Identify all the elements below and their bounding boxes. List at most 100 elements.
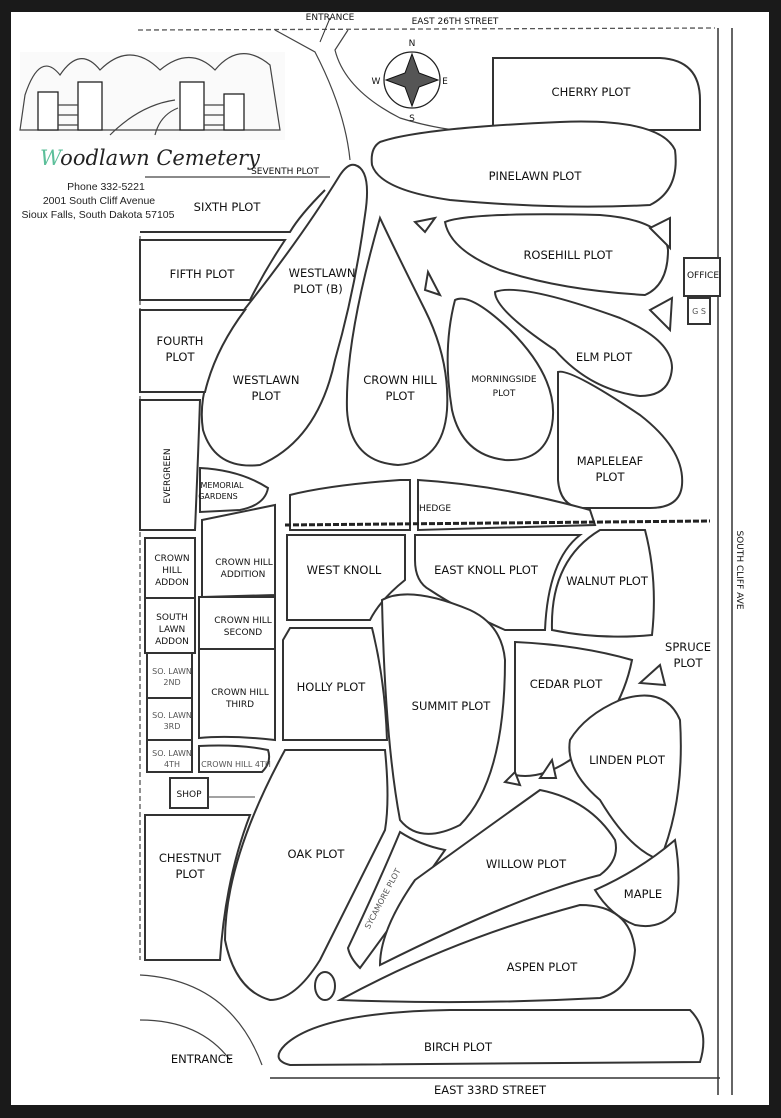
svg-text:LINDEN PLOT: LINDEN PLOT bbox=[589, 753, 666, 767]
plot-elm[interactable]: ELM PLOT bbox=[493, 288, 674, 398]
building-office[interactable]: OFFICE G S bbox=[683, 257, 721, 325]
plot-fifth[interactable]: FIFTH PLOT bbox=[139, 239, 287, 301]
svg-text:CEDAR PLOT: CEDAR PLOT bbox=[530, 677, 603, 691]
plot-oak[interactable]: OAK PLOT bbox=[223, 749, 389, 1002]
plot-evergreen[interactable]: EVERGREEN bbox=[139, 399, 202, 531]
svg-text:ADDITION: ADDITION bbox=[221, 570, 266, 580]
plot-crown-hill-second[interactable]: CROWN HILL SECOND bbox=[198, 596, 276, 650]
svg-text:WESTLAWN: WESTLAWN bbox=[233, 373, 300, 387]
svg-text:EVERGREEN: EVERGREEN bbox=[163, 448, 173, 503]
plot-maple[interactable]: MAPLE bbox=[593, 838, 680, 928]
svg-text:CROWN: CROWN bbox=[154, 554, 189, 564]
plot-aspen[interactable]: ASPEN PLOT bbox=[336, 903, 637, 1004]
svg-text:PLOT: PLOT bbox=[673, 656, 703, 670]
building-shop[interactable]: SHOP bbox=[169, 777, 255, 809]
svg-text:SO. LAWN: SO. LAWN bbox=[152, 711, 192, 720]
svg-text:S: S bbox=[409, 114, 415, 124]
svg-text:CROWN HILL 4TH: CROWN HILL 4TH bbox=[201, 760, 271, 769]
plot-so-lawn-2nd[interactable]: SO. LAWN 2ND bbox=[146, 652, 193, 699]
svg-text:ELM PLOT: ELM PLOT bbox=[576, 350, 633, 364]
svg-text:2ND: 2ND bbox=[163, 678, 180, 687]
plot-hedge[interactable]: HEDGE bbox=[284, 478, 711, 532]
svg-text:CHESTNUT: CHESTNUT bbox=[159, 851, 222, 865]
svg-text:4TH: 4TH bbox=[164, 760, 180, 769]
plot-memorial-gardens[interactable]: MEMORIAL GARDENS bbox=[198, 466, 270, 514]
north-entrance-label: ENTRANCE bbox=[306, 13, 355, 23]
svg-text:PLOT: PLOT bbox=[175, 867, 205, 881]
svg-text:OFFICE: OFFICE bbox=[687, 271, 719, 281]
svg-text:CROWN HILL: CROWN HILL bbox=[211, 688, 269, 698]
plot-morningside[interactable]: MORNINGSIDE PLOT bbox=[446, 297, 554, 462]
svg-text:OAK PLOT: OAK PLOT bbox=[288, 847, 346, 861]
plot-so-lawn-3rd[interactable]: SO. LAWN 3RD bbox=[146, 697, 193, 741]
phone-text: Phone 332-5221 bbox=[67, 181, 145, 193]
svg-text:SHOP: SHOP bbox=[177, 790, 203, 800]
plot-crown-hill-4th[interactable]: CROWN HILL 4TH bbox=[198, 744, 271, 773]
plot-so-lawn-4th[interactable]: SO. LAWN 4TH bbox=[146, 739, 193, 773]
plot-crown-hill-third[interactable]: CROWN HILL THIRD bbox=[198, 648, 276, 742]
plot-pinelawn[interactable]: PINELAWN PLOT bbox=[370, 120, 677, 208]
svg-text:PLOT: PLOT bbox=[385, 389, 415, 403]
plot-south-lawn-addon[interactable]: SOUTH LAWN ADDON bbox=[144, 597, 196, 654]
svg-text:CHERRY PLOT: CHERRY PLOT bbox=[552, 85, 632, 99]
svg-text:SO. LAWN: SO. LAWN bbox=[152, 749, 192, 758]
plot-fourth[interactable]: FOURTH PLOT bbox=[139, 309, 247, 393]
svg-text:CROWN HILL: CROWN HILL bbox=[363, 373, 437, 387]
svg-text:SO. LAWN: SO. LAWN bbox=[152, 667, 192, 676]
plot-westlawn[interactable]: WESTLAWN PLOT (B) WESTLAWN PLOT bbox=[200, 163, 368, 467]
svg-text:PLOT: PLOT bbox=[493, 389, 516, 399]
svg-text:CROWN HILL: CROWN HILL bbox=[215, 558, 273, 568]
svg-text:SPRUCE: SPRUCE bbox=[665, 640, 711, 654]
plot-linden[interactable]: LINDEN PLOT bbox=[568, 694, 682, 862]
svg-text:MAPLE: MAPLE bbox=[624, 887, 662, 901]
plot-crown-hill-addition[interactable]: CROWN HILL ADDITION bbox=[201, 503, 276, 599]
plot-crown-hill-addon[interactable]: CROWN HILL ADDON bbox=[144, 537, 196, 599]
plot-rosehill[interactable]: ROSEHILL PLOT bbox=[443, 213, 670, 297]
traffic-island bbox=[412, 216, 674, 333]
svg-text:W: W bbox=[372, 77, 381, 87]
svg-text:SOUTH: SOUTH bbox=[156, 613, 188, 623]
svg-text:PLOT (B): PLOT (B) bbox=[293, 282, 343, 296]
svg-text:SEVENTH PLOT: SEVENTH PLOT bbox=[251, 167, 319, 177]
south-entrance-label: ENTRANCE bbox=[171, 1052, 233, 1066]
plot-holly[interactable]: HOLLY PLOT bbox=[282, 627, 389, 741]
svg-text:ADDON: ADDON bbox=[155, 637, 189, 647]
svg-text:PLOT: PLOT bbox=[165, 350, 195, 364]
svg-text:WESTLAWN: WESTLAWN bbox=[289, 266, 356, 280]
plot-spruce[interactable]: SPRUCE PLOT bbox=[637, 640, 711, 687]
svg-text:MAPLELEAF: MAPLELEAF bbox=[577, 454, 644, 468]
svg-text:PLOT: PLOT bbox=[251, 389, 281, 403]
south-cliff-ave-label: SOUTH CLIFF AVE bbox=[734, 530, 744, 609]
svg-text:ADDON: ADDON bbox=[155, 578, 189, 588]
plot-sixth[interactable]: SIXTH PLOT bbox=[140, 189, 326, 233]
svg-text:SIXTH PLOT: SIXTH PLOT bbox=[194, 200, 262, 214]
svg-text:E: E bbox=[442, 77, 448, 87]
plot-crown-hill[interactable]: CROWN HILL PLOT bbox=[345, 215, 449, 467]
plot-cherry[interactable]: CHERRY PLOT bbox=[492, 57, 701, 131]
svg-text:THIRD: THIRD bbox=[225, 700, 254, 710]
svg-text:HILL: HILL bbox=[162, 566, 181, 576]
plot-chestnut[interactable]: CHESTNUT PLOT bbox=[144, 814, 252, 961]
plot-walnut[interactable]: WALNUT PLOT bbox=[550, 529, 655, 638]
svg-text:N: N bbox=[409, 39, 416, 49]
svg-text:WALNUT PLOT: WALNUT PLOT bbox=[566, 574, 649, 588]
svg-text:WEST KNOLL: WEST KNOLL bbox=[307, 563, 382, 577]
svg-text:GARDENS: GARDENS bbox=[198, 492, 238, 501]
plot-seventh[interactable]: SEVENTH PLOT bbox=[145, 167, 330, 178]
svg-text:SECOND: SECOND bbox=[224, 628, 263, 638]
svg-text:HOLLY PLOT: HOLLY PLOT bbox=[297, 680, 367, 694]
svg-text:CROWN HILL: CROWN HILL bbox=[214, 616, 272, 626]
gate-illustration-icon bbox=[19, 52, 285, 140]
address-text: 2001 South Cliff Avenue bbox=[43, 195, 155, 207]
compass-rose-icon: N E S W bbox=[372, 39, 449, 124]
plot-willow[interactable]: WILLOW PLOT bbox=[378, 788, 617, 967]
svg-text:MORNINGSIDE: MORNINGSIDE bbox=[471, 375, 536, 385]
plot-birch[interactable]: BIRCH PLOT bbox=[277, 1009, 705, 1067]
plot-mapleleaf[interactable]: MAPLELEAF PLOT bbox=[557, 370, 684, 509]
plot-summit[interactable]: SUMMIT PLOT bbox=[380, 593, 507, 835]
svg-text:WILLOW PLOT: WILLOW PLOT bbox=[486, 857, 567, 871]
city-text: Sioux Falls, South Dakota 57105 bbox=[22, 209, 175, 221]
svg-text:HEDGE: HEDGE bbox=[419, 504, 451, 514]
